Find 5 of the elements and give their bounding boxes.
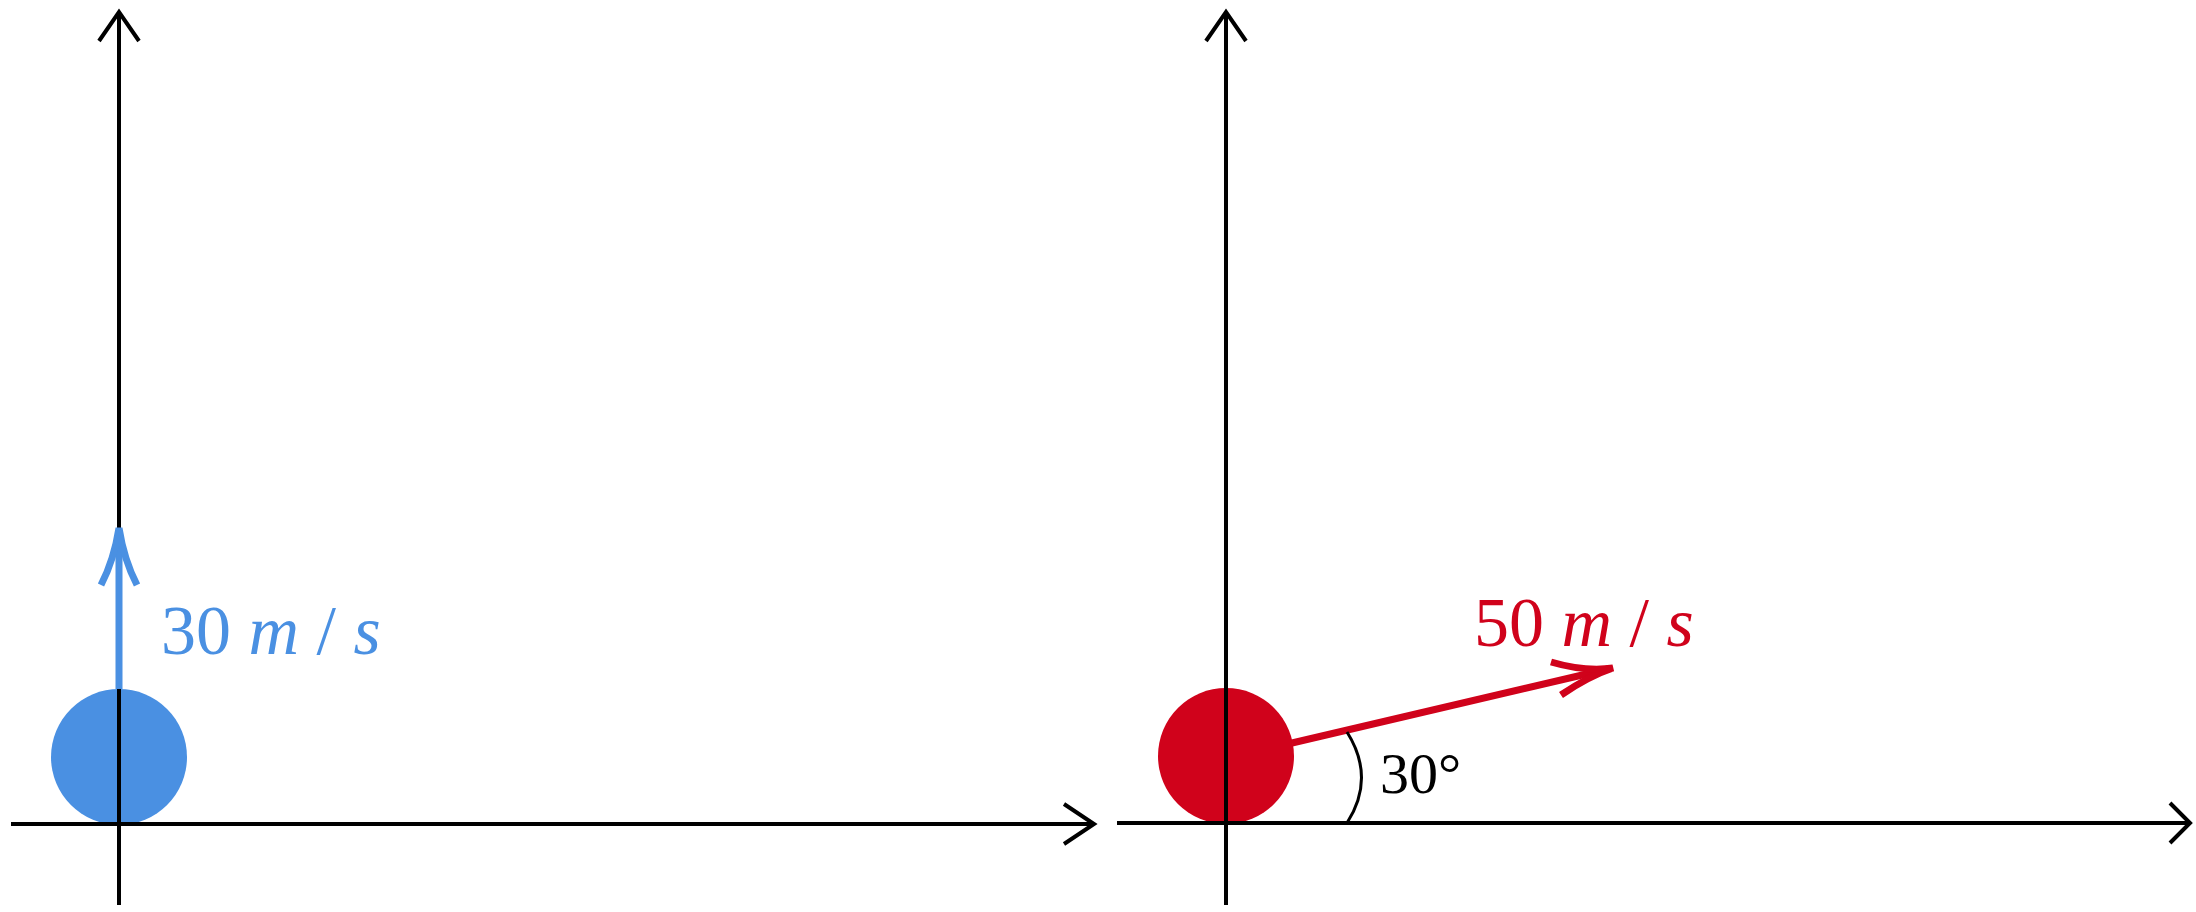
angle-label: 30° (1380, 745, 1462, 803)
ball (51, 689, 187, 825)
speed-label: 30 m / s (161, 596, 381, 666)
speed-label: 50 m / s (1474, 588, 1694, 658)
ball (1158, 688, 1294, 824)
